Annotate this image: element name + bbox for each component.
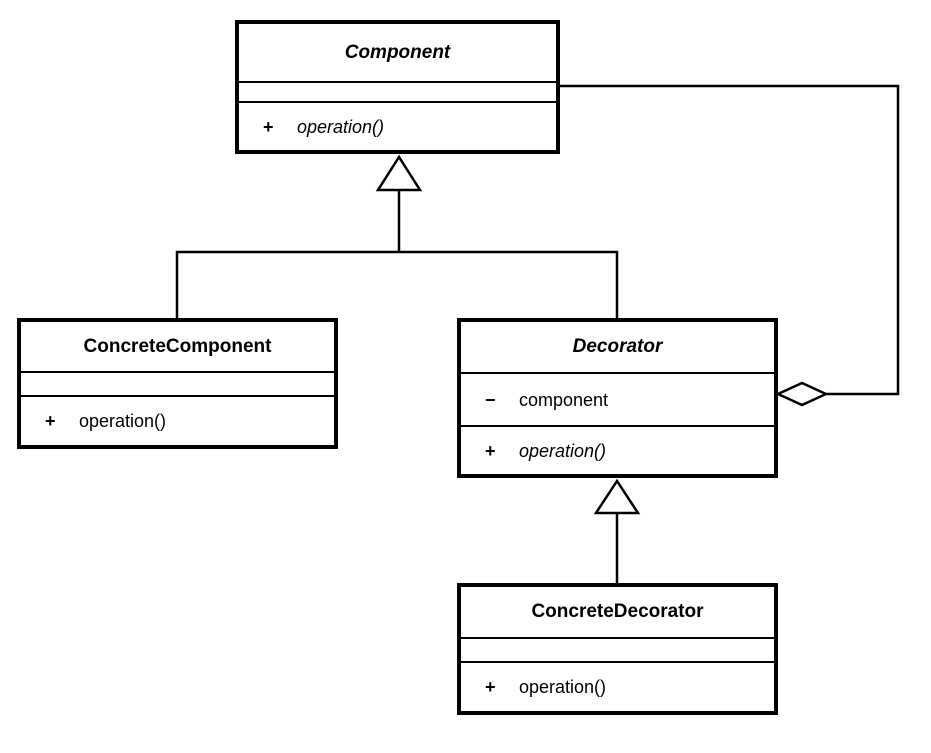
visibility-marker: +: [263, 116, 274, 137]
class-name: ConcreteDecorator: [531, 601, 704, 622]
class-box-concrete-component: ConcreteComponent + operation(): [17, 318, 338, 449]
method-operation: + operation(): [461, 442, 774, 460]
generalization-connector-to-component: [175, 154, 619, 318]
class-box-component: Component + operation(): [235, 20, 560, 154]
visibility-marker: +: [485, 440, 496, 461]
class-name: Component: [344, 41, 451, 63]
visibility-marker: −: [485, 389, 496, 410]
methods-section: + operation(): [461, 425, 774, 474]
methods-section: + operation(): [461, 661, 774, 711]
attributes-section: [239, 81, 556, 101]
attribute-component: − component: [461, 391, 774, 409]
attributes-section: [461, 637, 774, 661]
generalization-connector-to-decorator: [593, 478, 641, 583]
method-operation: + operation(): [239, 118, 556, 136]
attribute-name: component: [519, 389, 609, 410]
method-signature: operation(): [79, 411, 167, 431]
class-name: Decorator: [572, 336, 663, 357]
generalization-branch: [175, 250, 619, 318]
methods-section: + operation(): [239, 101, 556, 150]
class-name: ConcreteComponent: [83, 335, 272, 357]
class-title: Decorator: [461, 322, 774, 372]
methods-section: + operation(): [21, 395, 334, 445]
method-operation: + operation(): [461, 678, 774, 696]
class-title: ConcreteComponent: [21, 322, 334, 371]
class-title: ConcreteDecorator: [461, 587, 774, 637]
generalization-triangle-icon: [593, 478, 641, 515]
class-box-decorator: Decorator − component + operation(): [457, 318, 778, 478]
method-signature: operation(): [519, 677, 607, 697]
aggregation-line: [560, 84, 900, 396]
attributes-section: − component: [461, 372, 774, 425]
generalization-triangle-icon: [375, 154, 423, 192]
method-signature: operation(): [297, 116, 385, 137]
class-title: Component: [239, 24, 556, 81]
visibility-marker: +: [45, 411, 56, 431]
attributes-section: [21, 371, 334, 395]
class-box-concrete-decorator: ConcreteDecorator + operation(): [457, 583, 778, 715]
method-signature: operation(): [519, 440, 607, 461]
method-operation: + operation(): [21, 412, 334, 430]
aggregation-connector-decorator-component: [560, 84, 900, 407]
visibility-marker: +: [485, 677, 496, 697]
aggregation-diamond-icon: [774, 381, 830, 407]
